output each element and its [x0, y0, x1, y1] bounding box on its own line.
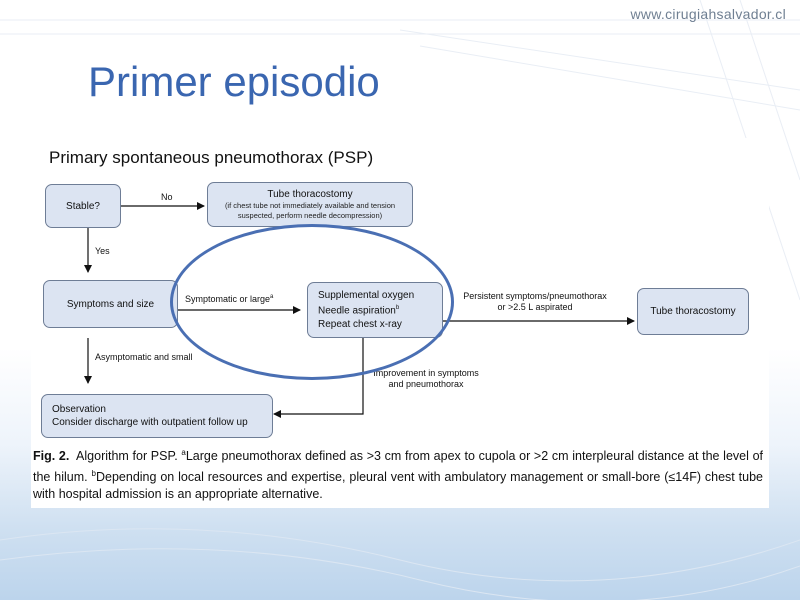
tube-thoracostomy-top-box: Tube thoracostomy (if chest tube not imm…: [207, 182, 413, 227]
edge-label-symptomatic: Symptomatic or largea: [185, 294, 274, 304]
slide-title: Primer episodio: [88, 58, 380, 105]
tube-top-note: (if chest tube not immediately available…: [224, 201, 396, 220]
arrow-treatment-to-observation: [273, 338, 364, 418]
observation-box: Observation Consider discharge with outp…: [41, 394, 273, 438]
stable-box: Stable?: [45, 184, 121, 228]
treatment-box: Supplemental oxygen Needle aspirationb R…: [307, 282, 443, 338]
symptoms-size-box: Symptoms and size: [43, 280, 178, 328]
figure-caption: Fig. 2. Algorithm for PSP. aLarge pneumo…: [33, 448, 764, 502]
edge-label-improvement: Improvement in symptoms and pneumothorax: [373, 368, 479, 389]
edge-label-yes: Yes: [95, 246, 110, 256]
figure-title: Primary spontaneous pneumothorax (PSP): [49, 148, 374, 167]
edge-label-no: No: [161, 192, 173, 202]
edge-label-persistent: Persistent symptoms/pneumothorax or >2.5…: [463, 291, 607, 312]
tube-right-label: Tube thoracostomy: [650, 306, 736, 317]
tube-thoracostomy-right-box: Tube thoracostomy: [637, 288, 749, 335]
site-url: www.cirugiahsalvador.cl: [630, 6, 786, 22]
observation-label: Observation: [52, 404, 106, 415]
caption-label: Fig. 2.: [33, 449, 70, 464]
symptoms-size-label: Symptoms and size: [66, 298, 155, 310]
treatment-needle-aspiration: Needle aspirationb: [318, 305, 400, 317]
stable-label: Stable?: [66, 200, 100, 212]
tube-top-label: Tube thoracostomy: [267, 189, 353, 200]
edge-label-asymptomatic: Asymptomatic and small: [95, 352, 193, 362]
treatment-chest-xray: Repeat chest x-ray: [318, 318, 402, 330]
flowchart-figure: Primary spontaneous pneumothorax (PSP) S…: [31, 138, 769, 508]
observation-followup: Consider discharge with outpatient follo…: [52, 417, 248, 428]
treatment-oxygen: Supplemental oxygen: [318, 290, 415, 302]
flowchart-arrows: [84, 202, 635, 418]
